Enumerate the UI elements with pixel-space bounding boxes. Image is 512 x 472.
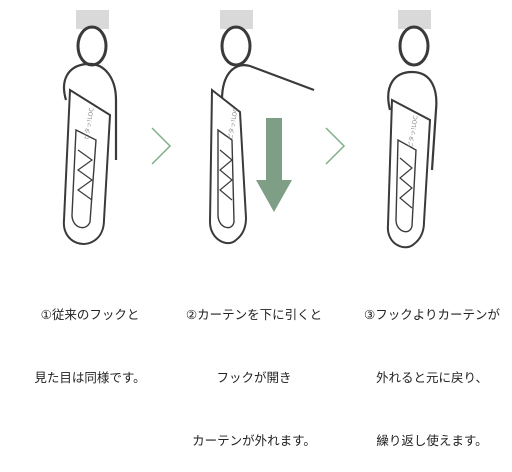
down-arrow-icon bbox=[256, 118, 292, 212]
rail-block bbox=[220, 10, 253, 29]
step-3-caption: ③フックよりカーテンが 外れると元に戻り、 繰り返し使えます。 bbox=[352, 262, 512, 472]
hook-clip bbox=[386, 98, 432, 249]
hook-body bbox=[62, 62, 118, 160]
caption-line: ③フックよりカーテンが bbox=[364, 307, 500, 322]
hook-zigzag bbox=[76, 149, 94, 201]
rail-block bbox=[398, 10, 431, 29]
hook-inner bbox=[217, 128, 235, 229]
caption-line: 繰り返し使えます。 bbox=[376, 433, 488, 448]
step-3-figure: ピタッ!LOC bbox=[386, 10, 438, 249]
step-2-caption: ②カーテンを下に引くと フックが開き カーテンが外れます。 bbox=[170, 262, 338, 472]
curtain-ring bbox=[398, 25, 430, 67]
hook-arm-open bbox=[220, 64, 315, 101]
diagram-canvas: ピタッ!LOC ピタッ!LOC ピタッ!LOC bbox=[62, 10, 438, 249]
chevron-right-icon bbox=[151, 127, 172, 165]
hook-clip bbox=[62, 88, 112, 245]
caption-line: カーテンが外れます。 bbox=[192, 433, 316, 448]
caption-line: 外れると元に戻り、 bbox=[375, 370, 488, 385]
rail-block bbox=[76, 10, 109, 29]
step-1-caption: ①従来のフックと 見た目は同様です。 bbox=[20, 262, 160, 409]
step-2-figure: ピタッ!LOC bbox=[208, 10, 315, 245]
curtain-ring bbox=[76, 25, 108, 67]
caption-line: ①従来のフックと bbox=[40, 307, 140, 322]
hook-clip bbox=[208, 87, 248, 245]
chevron-right-icon bbox=[325, 127, 346, 165]
curtain-ring bbox=[220, 25, 252, 67]
hook-body bbox=[387, 70, 438, 171]
caption-line: フックが開き bbox=[216, 370, 292, 385]
step-1-figure: ピタッ!LOC bbox=[62, 10, 118, 245]
caption-line: ②カーテンを下に引くと bbox=[185, 307, 323, 322]
hook-zigzag bbox=[399, 157, 413, 209]
hook-zigzag bbox=[219, 149, 233, 201]
caption-line: 見た目は同様です。 bbox=[34, 370, 146, 385]
hook-inner bbox=[71, 128, 97, 229]
hook-inner bbox=[395, 138, 417, 233]
